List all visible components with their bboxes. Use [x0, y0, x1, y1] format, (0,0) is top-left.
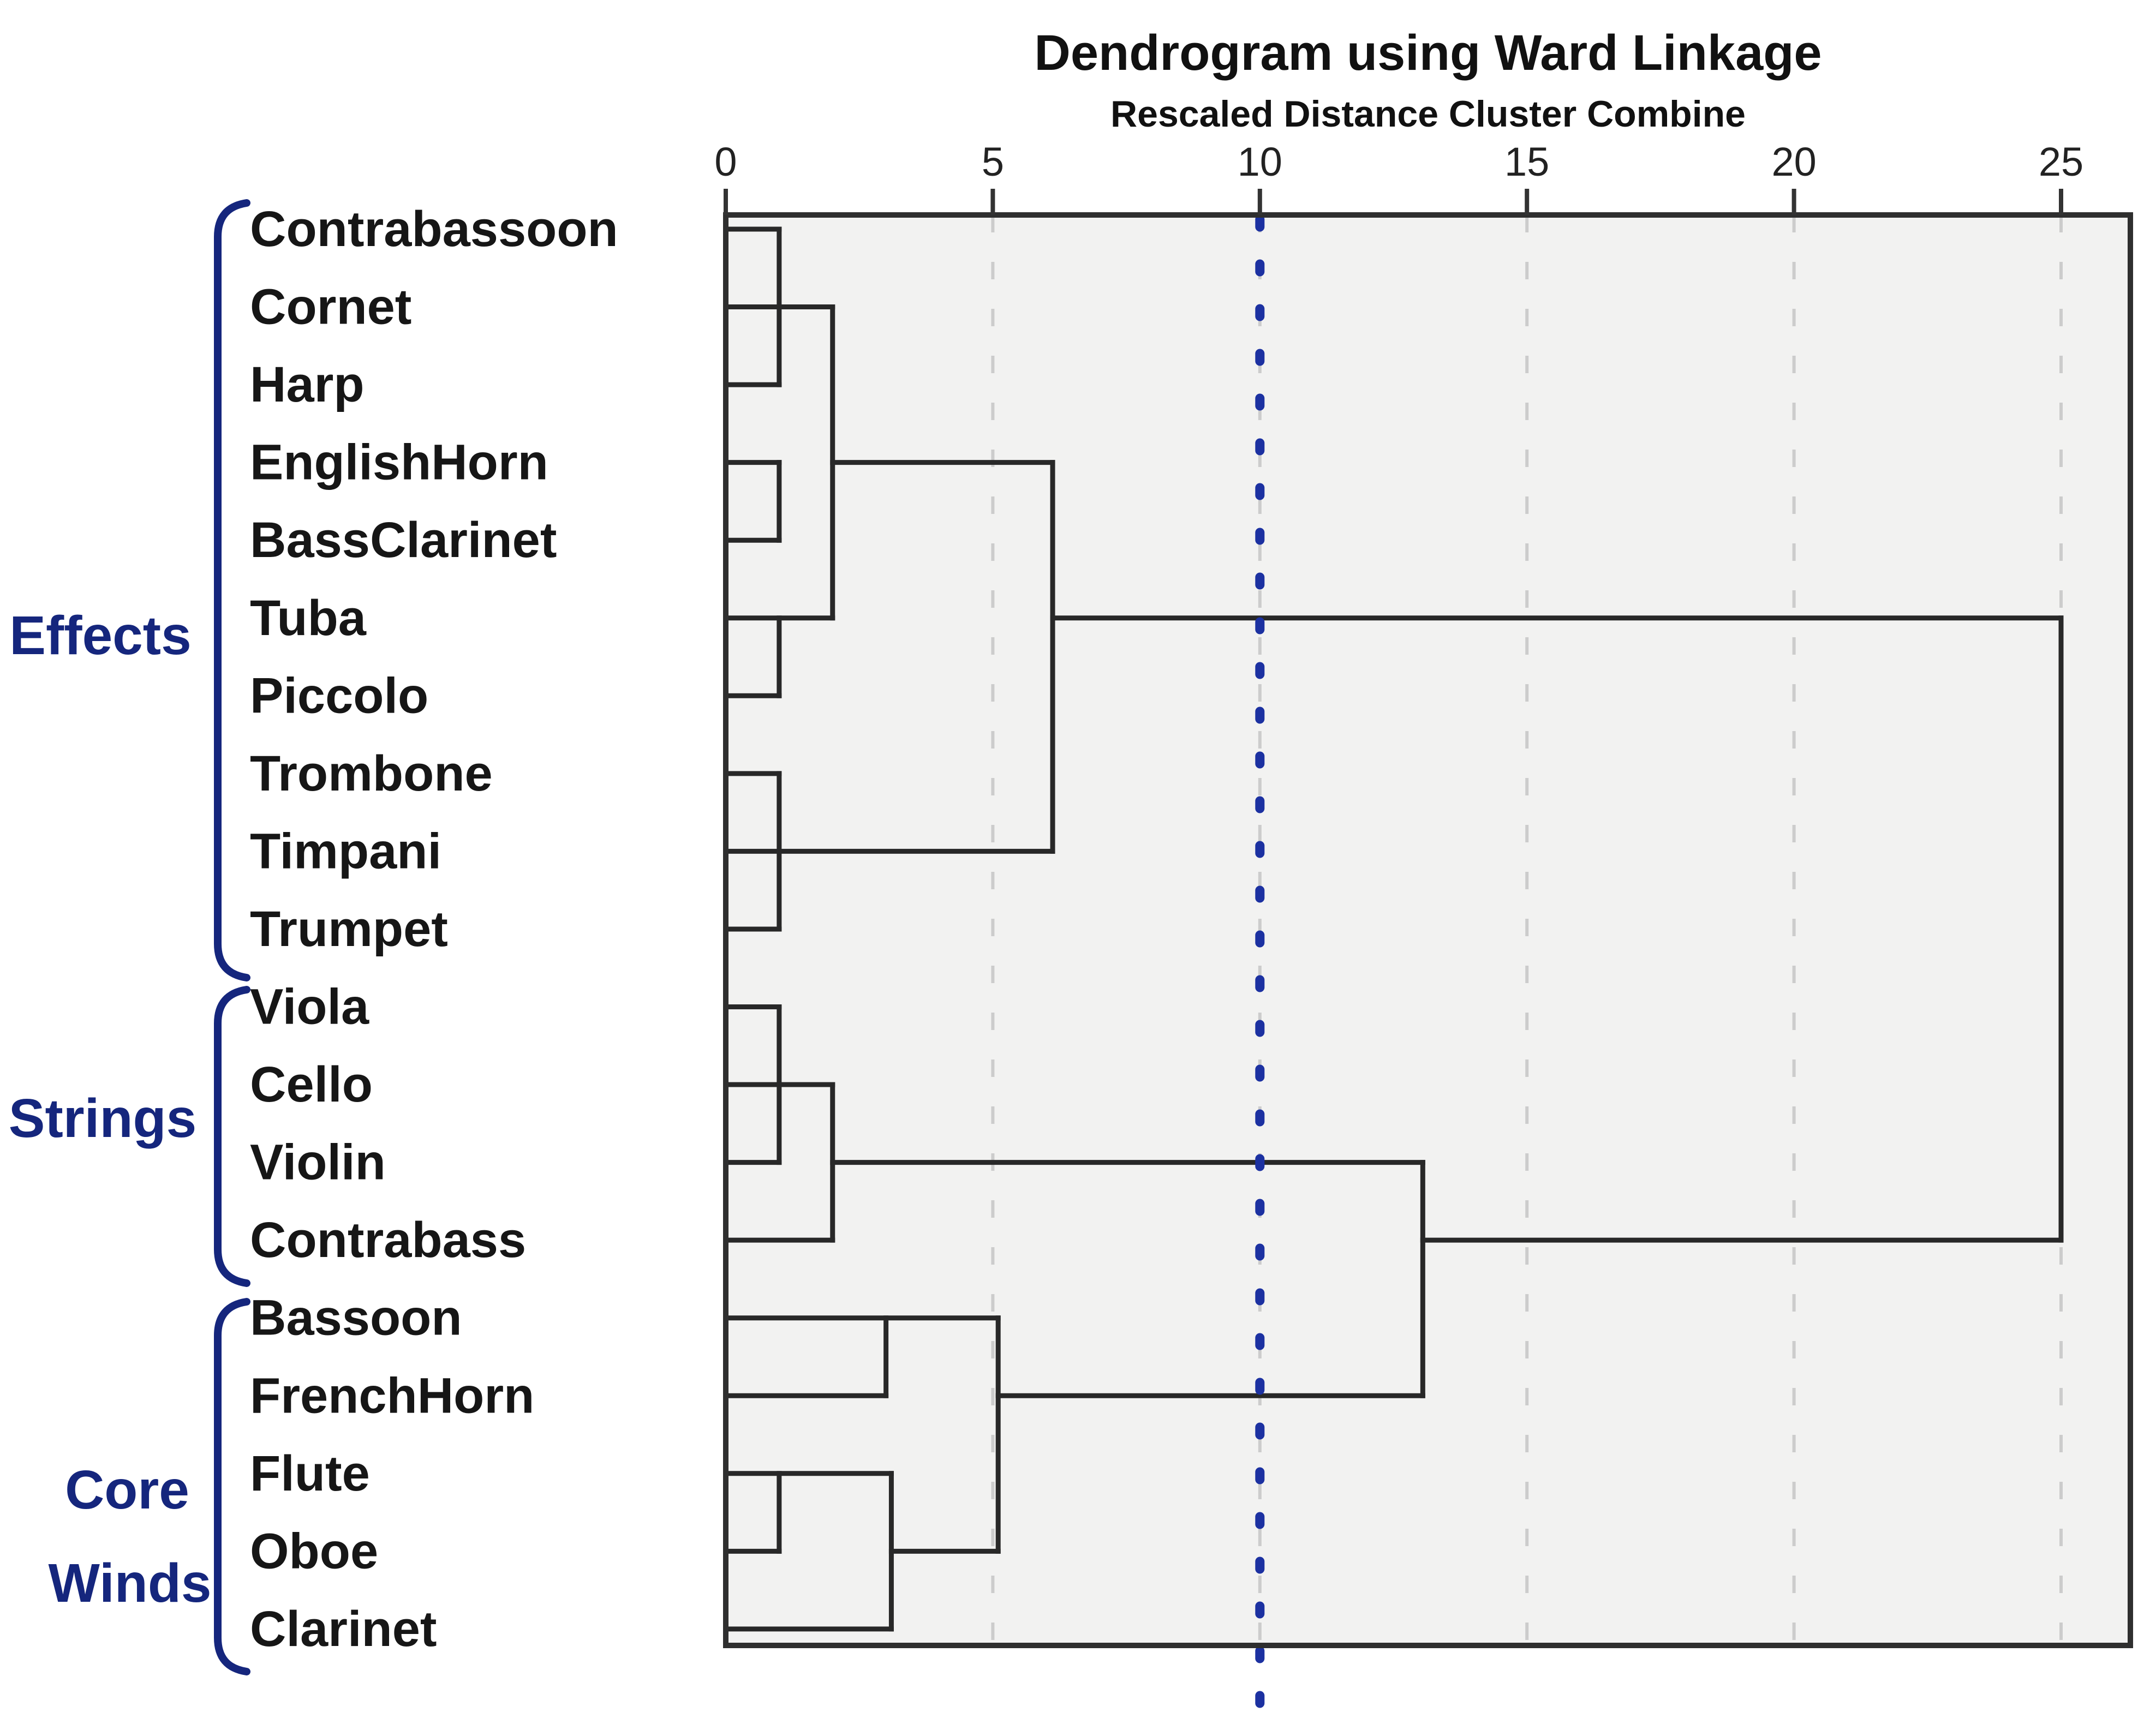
- axis-tick-label: 15: [1504, 139, 1549, 184]
- leaf-label: Flute: [250, 1446, 370, 1501]
- group-bracket: [214, 199, 250, 981]
- leaf-label: Piccolo: [250, 668, 428, 723]
- group-label-winds: Winds: [48, 1553, 211, 1614]
- leaf-label: EnglishHorn: [250, 435, 548, 490]
- axis-tick-label: 0: [714, 139, 737, 184]
- leaf-label: Bassoon: [250, 1290, 462, 1346]
- leaf-label: Cello: [250, 1057, 373, 1112]
- group-label-effects: Effects: [9, 605, 191, 666]
- chart-title: Dendrogram using Ward Linkage: [1034, 25, 1821, 81]
- leaf-label: Harp: [250, 357, 365, 412]
- plot-border: [723, 212, 2133, 1648]
- axis-tick-label: 10: [1238, 139, 1282, 184]
- leaf-label: Clarinet: [250, 1601, 437, 1657]
- leaf-label: FrenchHorn: [250, 1368, 534, 1423]
- leaf-label: Oboe: [250, 1523, 378, 1579]
- leaf-label: Trombone: [250, 746, 493, 801]
- leaf-label: Violin: [250, 1135, 386, 1190]
- group-label-strings: Strings: [9, 1088, 196, 1149]
- group-bracket: [214, 986, 250, 1287]
- axis-tick-label: 5: [982, 139, 1004, 184]
- chart-subtitle: Rescaled Distance Cluster Combine: [1110, 93, 1746, 135]
- axis-tick-label: 25: [2039, 139, 2083, 184]
- leaf-label: Contrabass: [250, 1212, 526, 1268]
- leaf-label: Contrabassoon: [250, 201, 618, 257]
- leaf-label: Cornet: [250, 279, 411, 335]
- leaf-label: Viola: [250, 979, 369, 1035]
- leaf-label: BassClarinet: [250, 512, 557, 568]
- axis-tick-label: 20: [1771, 139, 1816, 184]
- leaf-label: Timpani: [250, 823, 441, 879]
- group-bracket: [214, 1298, 250, 1675]
- leaf-label: Trumpet: [250, 901, 448, 957]
- plot-area: [726, 215, 2130, 1645]
- group-label-core: Core: [65, 1459, 189, 1521]
- leaf-label: Tuba: [250, 590, 367, 646]
